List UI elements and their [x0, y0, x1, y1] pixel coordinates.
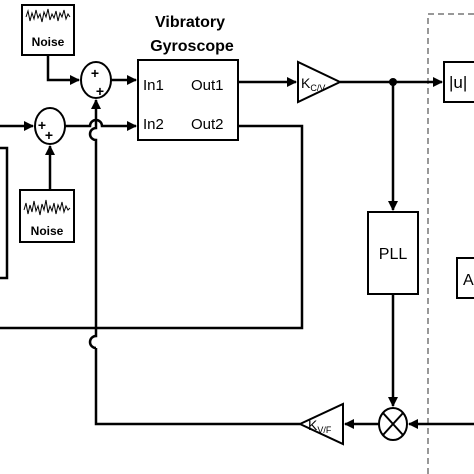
gyro-title-line1: Vibratory: [155, 14, 225, 31]
vibratory-gyroscope-block: Vibratory Gyroscope In1 In2 Out1 Out2: [137, 14, 239, 141]
pll-label: PLL: [379, 246, 408, 263]
right-partial-block: A: [456, 257, 474, 299]
signal-wires: [0, 55, 474, 429]
right-block-label: A: [463, 272, 474, 289]
summing-junction-left: + +: [34, 107, 66, 145]
gyro-port-in2: In2: [143, 116, 164, 133]
pll-block: PLL: [367, 211, 419, 295]
noise-waveform-top: [25, 8, 71, 23]
svg-text:KC/V: KC/V: [301, 75, 325, 93]
dashed-subsystem-boundary: [427, 13, 474, 474]
gyro-port-out2: Out2: [191, 116, 224, 133]
svg-text:+: +: [91, 65, 99, 81]
abs-value-label: |u|: [449, 73, 467, 92]
gain-kcv-triangle: KC/V: [297, 60, 343, 104]
noise-block-bottom: Noise: [19, 189, 75, 243]
svg-text:+: +: [96, 83, 104, 99]
left-partial-block: [0, 146, 9, 280]
abs-value-block: |u|: [443, 61, 474, 103]
noise-block-top: Noise: [21, 4, 75, 56]
gyro-port-in1: In1: [143, 77, 164, 94]
svg-text:+: +: [38, 117, 46, 133]
noise-waveform-bottom: [23, 199, 71, 216]
gyro-title-line2: Gyroscope: [150, 38, 234, 55]
noise-top-label: Noise: [32, 35, 65, 49]
svg-text:KV/F: KV/F: [308, 417, 332, 435]
signal-split-node: [389, 78, 397, 86]
gyro-port-out1: Out1: [191, 77, 224, 94]
svg-text:+: +: [45, 127, 53, 143]
noise-bottom-label: Noise: [31, 224, 64, 238]
multiplier-junction: [378, 407, 408, 441]
summing-junction-top: + +: [80, 61, 112, 99]
gain-kvf-triangle: KV/F: [297, 402, 344, 446]
